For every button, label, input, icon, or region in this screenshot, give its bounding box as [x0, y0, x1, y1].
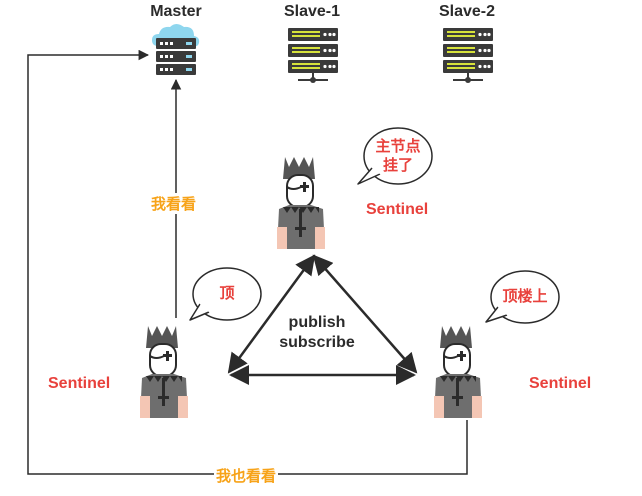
slave2-label: Slave-2 — [438, 3, 496, 20]
slave1-server-icon — [288, 28, 338, 83]
edge-label-left: 我看看 — [149, 193, 199, 214]
bubble-top-line1: 主节点 — [375, 138, 421, 155]
pubsub-line1: publish — [288, 314, 346, 331]
sentinel-right-label: Sentinel — [529, 375, 592, 392]
edge-label-bottom: 我也看看 — [214, 465, 279, 486]
bubble-left-text: 顶 — [219, 285, 235, 302]
pubsub-edge-top-left — [227, 254, 316, 374]
speech-bubble-right — [485, 270, 560, 324]
sentinel-top-figure — [277, 157, 325, 249]
slave2-server-icon — [443, 28, 493, 83]
right-sentinel-to-master-arrow — [27, 49, 468, 475]
slave1-label: Slave-1 — [283, 3, 341, 20]
bubble-top-line2: 挂了 — [382, 157, 413, 174]
sentinel-left-label: Sentinel — [48, 375, 111, 392]
speech-bubble-left — [189, 267, 262, 321]
speech-bubble-top — [357, 127, 433, 185]
sentinel-top-label: Sentinel — [366, 201, 429, 218]
bubble-right-text: 顶楼上 — [502, 288, 548, 305]
pubsub-edge-top-right — [312, 254, 418, 374]
pubsub-line2: subscribe — [279, 334, 355, 351]
sentinel-right-figure — [434, 326, 482, 418]
master-label: Master — [150, 3, 202, 20]
bubble-top-text: 主节点 挂了 — [370, 137, 426, 175]
sentinel-left-figure — [140, 326, 188, 418]
pubsub-label: publish subscribe — [262, 313, 372, 353]
master-server-icon — [152, 24, 200, 75]
